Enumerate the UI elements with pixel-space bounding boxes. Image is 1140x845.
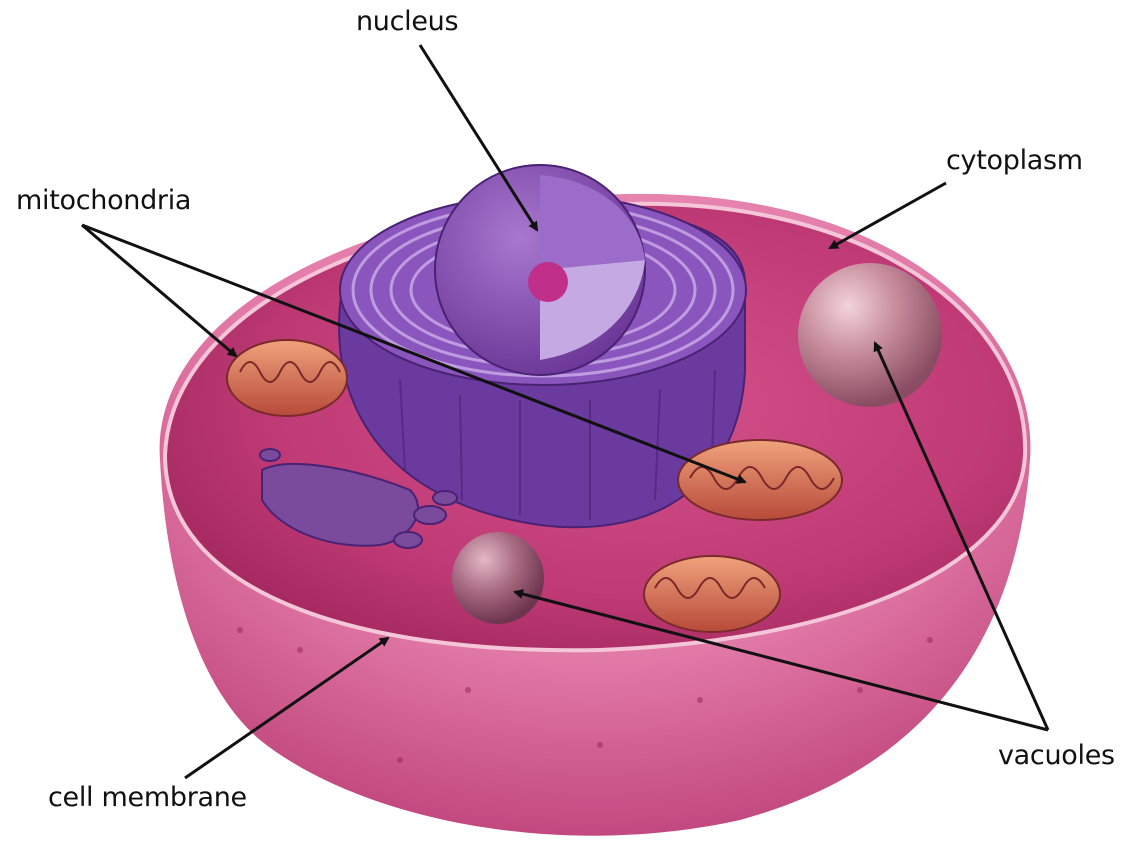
vacuole-small: [452, 532, 544, 624]
mitochondrion-center: [678, 440, 842, 520]
label-cell-membrane: cell membrane: [48, 782, 247, 813]
arrow-cytoplasm: [830, 183, 946, 248]
label-nucleus: nucleus: [356, 6, 458, 37]
label-mitochondria: mitochondria: [16, 185, 191, 216]
label-vacuoles: vacuoles: [998, 740, 1115, 771]
label-cytoplasm: cytoplasm: [946, 145, 1083, 176]
mitochondrion-lower: [644, 556, 780, 632]
mitochondrion-left: [227, 340, 347, 416]
nucleus: [435, 165, 645, 375]
vacuole-large: [798, 263, 942, 407]
arrow-mitochondria-left: [82, 225, 236, 356]
